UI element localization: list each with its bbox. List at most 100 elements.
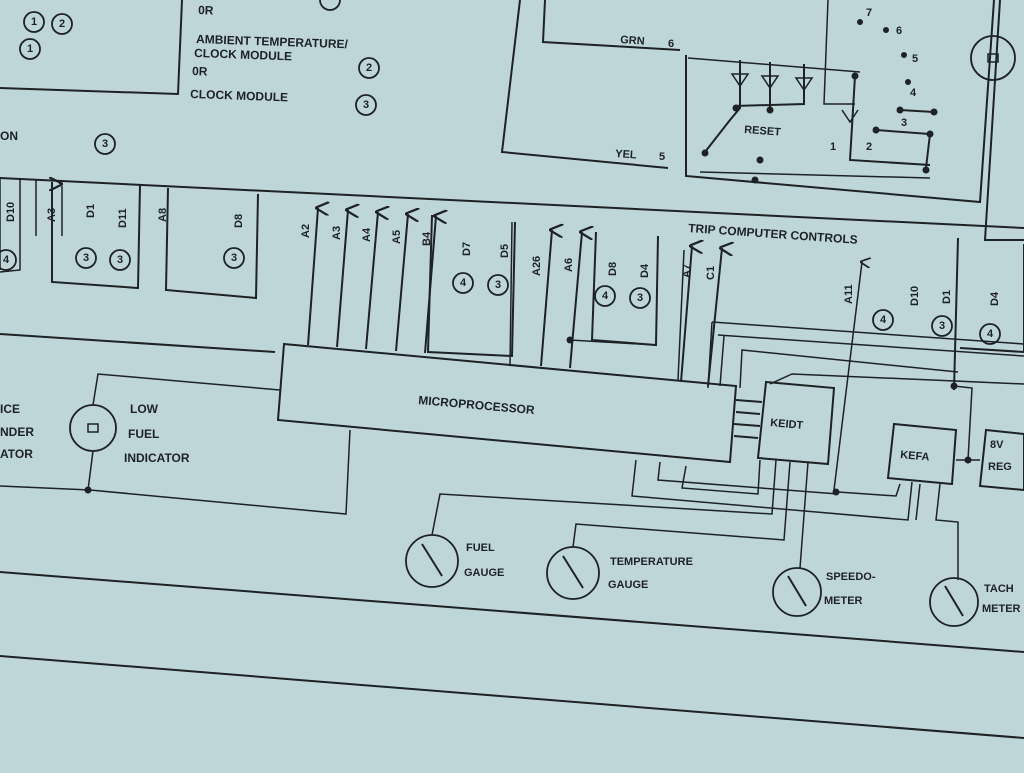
clock-module-label: CLOCK MODULE bbox=[194, 46, 292, 63]
note-number: 4 bbox=[880, 314, 887, 326]
note-circle bbox=[931, 315, 953, 337]
temperature-gauge-label: GAUGE bbox=[608, 579, 648, 591]
pin-label: A4 bbox=[361, 227, 373, 242]
or-label: 0R bbox=[198, 3, 214, 18]
top-left-module: 1 2 1 bbox=[0, 0, 183, 96]
microprocessor-label: MICROPROCESSOR bbox=[418, 393, 536, 417]
note-number: 3 bbox=[495, 279, 501, 291]
note-number: 1 bbox=[31, 16, 37, 28]
pin-label: D4 bbox=[639, 263, 651, 278]
note-circle bbox=[19, 38, 41, 60]
grn-pin-label: 6 bbox=[668, 38, 674, 50]
yel-wire-label: YEL bbox=[615, 148, 637, 161]
note-number: 4 bbox=[987, 328, 994, 340]
frame-lines bbox=[0, 571, 1024, 739]
keidt-label: KEIDT bbox=[770, 417, 804, 432]
or-label: 0R bbox=[192, 64, 208, 79]
pin-label: D7 bbox=[461, 242, 473, 256]
note-circle bbox=[51, 13, 73, 35]
regulator-label-bottom: REG bbox=[988, 461, 1012, 473]
pin-label: D1 bbox=[941, 290, 953, 304]
pin-label: A6 bbox=[563, 258, 575, 272]
note-number: 3 bbox=[363, 99, 369, 111]
note-circle bbox=[355, 94, 377, 116]
note-circle bbox=[594, 285, 616, 307]
pin-label: D1 bbox=[85, 204, 97, 218]
pin-label: B4 bbox=[421, 231, 433, 246]
fuel-gauge-label: GAUGE bbox=[464, 567, 504, 579]
pin-number: 4 bbox=[910, 87, 917, 99]
low-fuel-indicator: LOW FUEL INDICATOR ICE NDER ATOR bbox=[0, 373, 281, 494]
microprocessor-block: MICROPROCESSOR bbox=[0, 221, 1024, 515]
speedometer-label: METER bbox=[824, 595, 863, 607]
pin-label: A2 bbox=[300, 224, 312, 238]
note-circle bbox=[629, 287, 651, 309]
note-circle bbox=[109, 249, 131, 271]
note-circle bbox=[0, 249, 17, 271]
control-modules: KEIDT KEFA 8V REG bbox=[631, 380, 1024, 580]
pin-label: D8 bbox=[607, 262, 619, 276]
note-number: 2 bbox=[366, 62, 372, 74]
pin-number: 6 bbox=[896, 25, 902, 37]
note-number: 3 bbox=[637, 292, 643, 304]
pin-label: A3 bbox=[331, 226, 343, 240]
low-fuel-label: INDICATOR bbox=[124, 451, 190, 465]
cut-label: ICE bbox=[0, 402, 20, 416]
module-options-text: 0R AMBIENT TEMPERATURE/ CLOCK MODULE 0R … bbox=[0, 0, 380, 155]
note-circle bbox=[872, 309, 894, 331]
lamp-icon bbox=[69, 404, 117, 452]
pin-label: C1 bbox=[705, 266, 717, 280]
reset-label: RESET bbox=[744, 124, 782, 139]
note-circle bbox=[979, 323, 1001, 345]
tachometer-icon bbox=[929, 577, 979, 627]
pin-label: D5 bbox=[499, 244, 511, 258]
tachometer-label: TACH bbox=[984, 583, 1014, 595]
pin-label: A11 bbox=[843, 284, 855, 304]
temperature-gauge-label: TEMPERATURE bbox=[610, 556, 693, 568]
note-number: 1 bbox=[27, 43, 33, 55]
gauges: FUEL GAUGE TEMPERATURE GAUGE SPEEDO- MET… bbox=[405, 459, 1021, 627]
note-circle bbox=[94, 133, 116, 155]
note-circle bbox=[487, 274, 509, 296]
pin-label: A8 bbox=[157, 208, 169, 222]
speedometer-label: SPEEDO- bbox=[826, 571, 876, 583]
cut-label: NDER bbox=[0, 425, 34, 439]
pin-label: A3 bbox=[46, 208, 58, 222]
ambient-temperature-label: AMBIENT TEMPERATURE/ bbox=[196, 32, 349, 51]
pin-label: D4 bbox=[989, 291, 1001, 306]
pin-number: 2 bbox=[866, 141, 872, 153]
pin-label: D8 bbox=[233, 214, 245, 228]
pin-label: D10 bbox=[5, 202, 17, 222]
pin-label: A5 bbox=[391, 230, 403, 244]
speedometer-icon bbox=[772, 567, 822, 617]
pin-number: 7 bbox=[866, 7, 872, 19]
connector-rows: D10 A3 D1 D11 A8 D8 4 3 3 3 A2 A3 A4 A5 … bbox=[0, 177, 1024, 391]
note-circle bbox=[358, 57, 380, 79]
note-number: 3 bbox=[102, 138, 108, 150]
pin-label: A26 bbox=[531, 256, 543, 276]
cut-label: ON bbox=[0, 129, 18, 143]
note-number: 4 bbox=[602, 290, 609, 302]
yel-pin-label: 5 bbox=[659, 151, 665, 163]
pin-label: D10 bbox=[909, 286, 921, 306]
low-fuel-label: LOW bbox=[130, 402, 159, 416]
pin-number: 3 bbox=[901, 117, 907, 129]
pin-number: 1 bbox=[830, 141, 836, 153]
pin-label: D11 bbox=[117, 208, 129, 228]
fuel-gauge-label: FUEL bbox=[466, 542, 495, 554]
grn-wire-label: GRN bbox=[620, 34, 645, 48]
note-number: 2 bbox=[59, 18, 65, 30]
note-circle bbox=[223, 247, 245, 269]
note-circle bbox=[23, 11, 45, 33]
kefa-label: KEFA bbox=[900, 449, 930, 464]
note-circle bbox=[75, 247, 97, 269]
note-number: 3 bbox=[939, 320, 945, 332]
trip-computer-title: TRIP COMPUTER CONTROLS bbox=[688, 221, 858, 247]
trip-computer-controls: GRN 6 YEL 5 RESET 7 6 5 4 3 1 2 TRIP COM… bbox=[500, 0, 1024, 247]
clock-module-label: CLOCK MODULE bbox=[190, 87, 288, 104]
note-number: 4 bbox=[3, 254, 10, 266]
cut-label: ATOR bbox=[0, 447, 33, 461]
tachometer-label: METER bbox=[982, 603, 1021, 615]
